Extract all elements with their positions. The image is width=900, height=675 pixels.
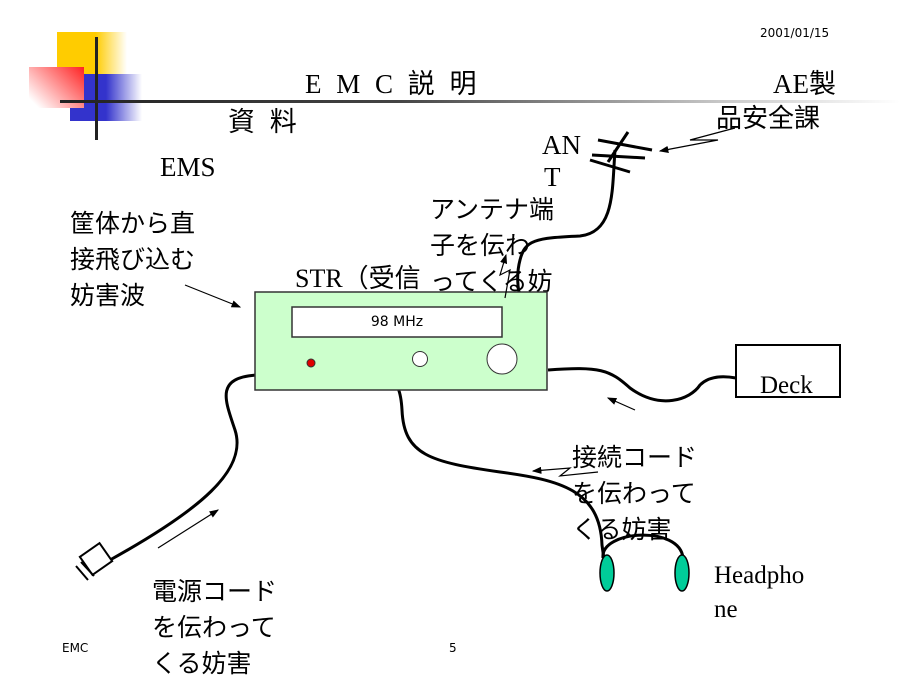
header-vertical-line <box>95 37 98 140</box>
frequency-display <box>291 306 503 338</box>
arrow-antenna <box>658 127 736 153</box>
str-text: STR（受信 <box>295 264 421 293</box>
arrow-deck <box>606 397 636 411</box>
tuning-knob[interactable] <box>486 343 518 375</box>
housing-line: 筐体から直 <box>70 209 196 238</box>
org-line1: AE製 <box>773 69 836 99</box>
headphone-jack <box>306 358 316 368</box>
antenna-path-line: アンテナ端 <box>430 195 555 224</box>
ant-label-line1: AN <box>542 130 581 160</box>
connection-cord-line: 接続コード <box>572 443 698 472</box>
antenna-icon <box>589 131 653 174</box>
power-cord-line: 電源コード <box>152 577 278 606</box>
power-cord-line: くる妨害 <box>152 649 252 675</box>
str-label: STR（受信 <box>295 258 421 295</box>
footer-left: EMC <box>62 641 89 655</box>
page-title: E M C 説 明 <box>305 69 481 99</box>
headphone-label-line2: ne <box>714 596 738 623</box>
ant-label-line2: T <box>544 162 561 192</box>
connection-cord-line: を伝わって <box>572 479 696 508</box>
plug-icon <box>75 541 114 581</box>
ems-label: EMS <box>160 152 216 182</box>
page-number: 5 <box>449 641 457 655</box>
arrow-antenna-terminal <box>499 253 511 299</box>
headband <box>601 533 685 559</box>
antenna-path-line: 子を伝わ <box>430 231 531 260</box>
small-knob[interactable] <box>412 351 428 367</box>
housing-line: 接飛び込む <box>70 245 196 274</box>
headphone-label-line1: Headpho <box>714 562 805 589</box>
deck-label: Deck <box>760 372 813 399</box>
power-cord-line: を伝わって <box>152 613 276 642</box>
frequency-readout: 98 MHz <box>370 314 424 330</box>
date: 2001/01/15 <box>760 26 830 40</box>
headphone-right-icon <box>674 554 690 592</box>
housing-line: 妨害波 <box>70 281 146 310</box>
deck-box <box>735 344 841 398</box>
headphone-left-icon <box>599 554 615 592</box>
deck-cord <box>547 367 737 403</box>
antenna-cable <box>516 149 617 296</box>
antenna-path-line: ってくる妨 <box>430 267 553 296</box>
header-rule <box>60 100 900 103</box>
arrow-power <box>157 509 220 549</box>
antenna-path-label: アンテナ端 子を伝わ ってくる妨 <box>430 192 554 300</box>
housing-label: 筐体から直 接飛び込む 妨害波 <box>70 206 195 314</box>
power-cord <box>109 373 257 562</box>
arrow-housing <box>184 284 242 308</box>
power-cord-label: 電源コード を伝わって くる妨害 <box>152 574 277 675</box>
headphone-cord <box>312 362 609 571</box>
page-subtitle: 資 料 <box>228 107 301 137</box>
arrow-connection <box>531 466 599 477</box>
